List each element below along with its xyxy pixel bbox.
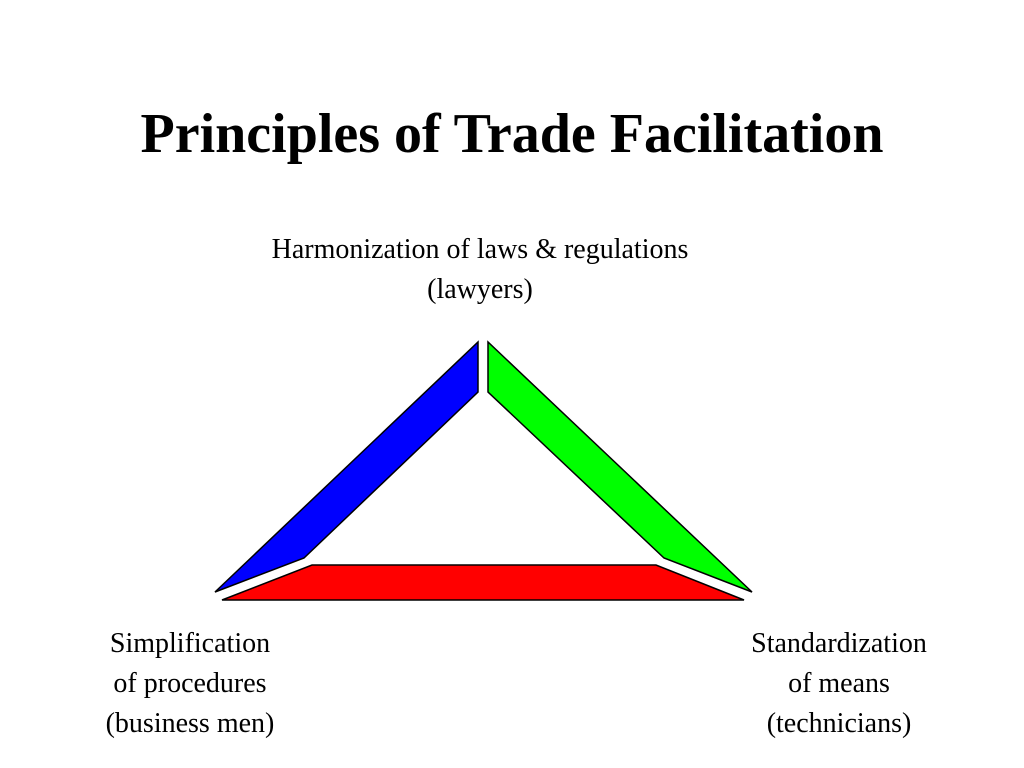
harmonization-label-line1: Harmonization of laws & regulations bbox=[271, 234, 689, 265]
slide-title: Principles of Trade Facilitation bbox=[140, 103, 884, 165]
standardization-label-line1: Standardization bbox=[751, 628, 927, 659]
simplification-base bbox=[221, 564, 745, 601]
standardization-label: Standardization of means (technicians) bbox=[689, 624, 989, 744]
simplification-label-line3: (business men) bbox=[105, 708, 275, 739]
standardization-label-line3: (technicians) bbox=[766, 708, 912, 739]
harmonization-side bbox=[214, 340, 479, 593]
standardization-label-line2: of means bbox=[788, 668, 890, 699]
standardization-side bbox=[487, 340, 753, 593]
harmonization-label: Harmonization of laws & regulations (law… bbox=[180, 230, 780, 310]
harmonization-label-line2: (lawyers) bbox=[427, 274, 533, 305]
simplification-label-line2: of procedures bbox=[113, 668, 267, 699]
simplification-label: Simplification of procedures (business m… bbox=[40, 624, 340, 744]
simplification-label-line1: Simplification bbox=[109, 628, 271, 659]
